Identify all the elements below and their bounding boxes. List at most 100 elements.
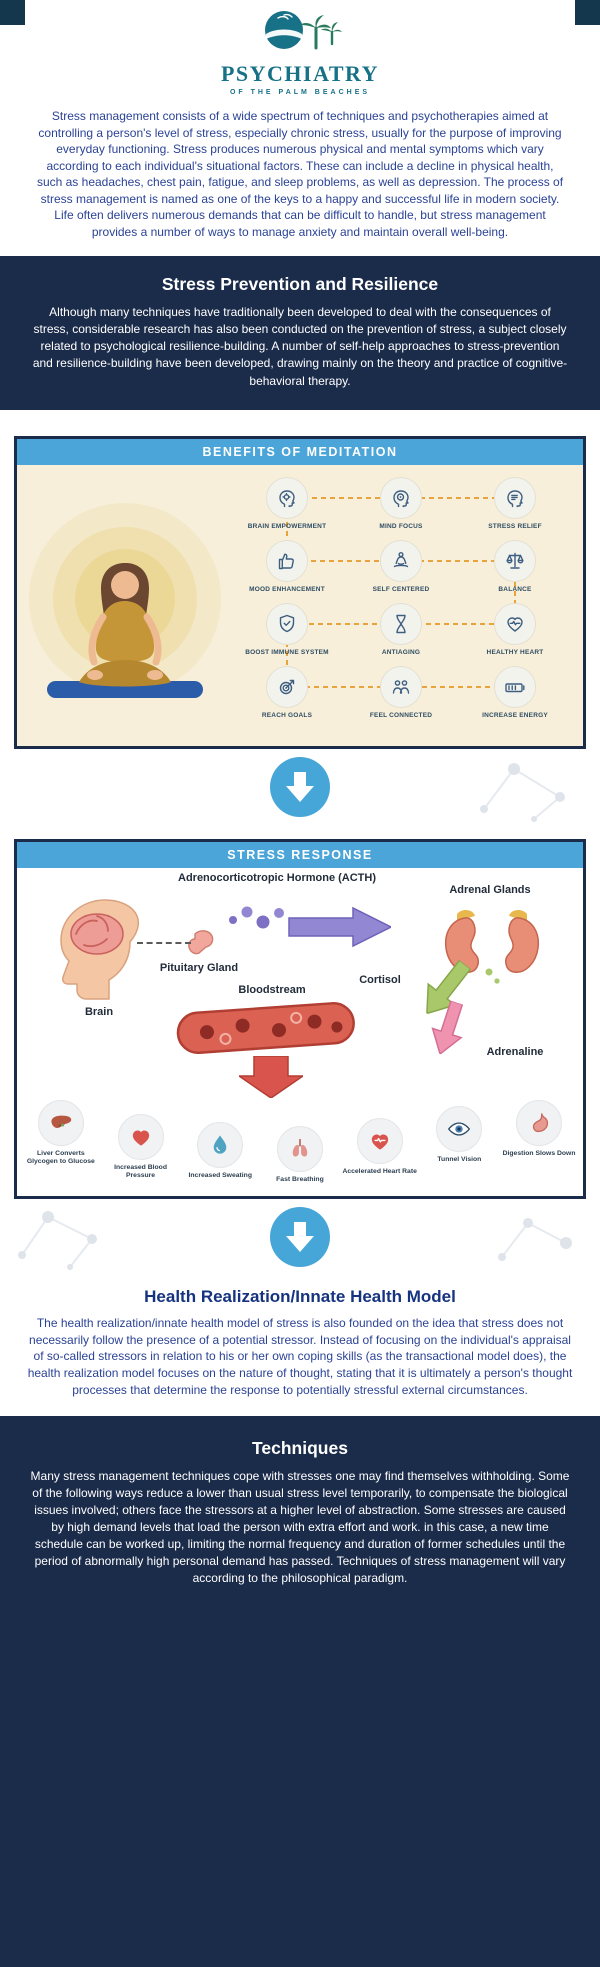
benefit-label: BRAIN EMPOWERMENT [247,522,327,530]
thumbs-up-icon [266,539,308,582]
sweat-drop-icon [197,1121,244,1168]
down-arrow-icon [270,1207,330,1268]
adrenal-glands-label: Adrenal Glands [449,883,531,896]
brain-label: Brain [84,1005,114,1018]
effect-liver: Liver Converts Glycogen to Glucose [22,1099,100,1185]
techniques-title: Techniques [252,1438,348,1459]
adrenaline-label: Adrenaline [486,1045,544,1058]
people-icon [380,665,422,708]
arrow-separator-2 [0,1199,600,1275]
section-stress-prevention: Stress Prevention and Resilience Althoug… [0,256,600,410]
logo-mark-icon [254,8,346,59]
benefit-feel-connected: FEEL CONNECTED [348,665,454,720]
brain-pituitary-connector [137,941,191,944]
eye-icon [436,1105,483,1152]
benefit-label: BALANCE [498,585,532,593]
bloodstream-label: Bloodstream [238,983,306,996]
logo-title: PSYCHIATRY [220,61,380,86]
down-arrow-icon [270,756,330,817]
lungs-icon [276,1125,323,1172]
benefit-label: MIND FOCUS [379,522,423,530]
effect-label: Digestion Slows Down [502,1149,576,1157]
meditating-person-icon [380,539,422,582]
benefit-healthy-heart: HEALTHY HEART [462,602,568,657]
health-realization-body: The health realization/innate health mod… [27,1316,573,1397]
pituitary-gland-label: Pituitary Gland [159,961,239,974]
liver-icon [37,1099,84,1146]
meditation-card: BENEFITS OF MEDITATION [14,435,586,749]
cortisol-label: Cortisol [359,973,401,986]
benefit-label: BOOST IMMUNE SYSTEM [245,648,329,656]
benefit-label: MOOD ENHANCEMENT [249,585,325,593]
meditation-card-title: BENEFITS OF MEDITATION [17,438,583,465]
stress-prevention-title: Stress Prevention and Resilience [161,274,439,295]
adrenal-glands-illustration [444,909,540,984]
benefit-balance: BALANCE [462,539,568,594]
logo-subtitle: OF THE PALM BEACHES [229,89,371,96]
molecule-decoration [480,762,565,822]
effect-label: Increased Sweating [188,1171,252,1179]
scales-icon [494,539,536,582]
stress-prevention-body: Although many techniques have traditiona… [32,305,568,388]
benefit-mind-focus: MIND FOCUS [348,476,454,531]
stress-response-title: STRESS RESPONSE [17,841,583,868]
benefit-label: INCREASE ENERGY [482,711,548,719]
brain-illustration [60,898,140,1000]
section-techniques: Techniques Many stress management techni… [0,1416,600,1967]
acth-label: Adrenocorticotropic Hormone (ACTH) [178,871,376,884]
heart-pulse-icon [494,602,536,645]
benefit-label: REACH GOALS [261,711,313,719]
bloodstream-illustration [173,993,359,1067]
heart-icon [117,1113,164,1160]
effect-blood-pressure: Increased Blood Pressure [102,1113,180,1185]
benefit-label: SELF CENTERED [372,585,430,593]
stress-response-card: STRESS RESPONSE Adrenocorticotropic Horm… [14,838,586,1200]
benefit-label: ANTIAGING [381,648,421,656]
stress-effects-row: Liver Converts Glycogen to Glucose Incre… [17,1099,583,1197]
hourglass-icon [380,602,422,645]
benefit-increase-energy: INCREASE ENERGY [462,665,568,720]
battery-icon [494,665,536,708]
meditation-benefits-grid: BRAIN EMPOWERMENT MIND FOCUS [231,476,577,729]
corner-decoration-left [0,0,25,25]
effect-tunnel-vision: Tunnel Vision [420,1105,498,1185]
shield-icon [266,602,308,645]
benefit-brain-empowerment: BRAIN EMPOWERMENT [234,476,340,531]
effect-sweating: Increased Sweating [181,1121,259,1185]
benefit-reach-goals: REACH GOALS [234,665,340,720]
techniques-body: Many stress management techniques cope w… [30,1469,570,1586]
effect-label: Increased Blood Pressure [114,1163,167,1180]
arrow-separator-1 [0,749,600,825]
adrenaline-arrow [417,995,475,1060]
effect-label: Fast Breathing [276,1175,324,1183]
down-arrow-red-icon [236,1054,306,1103]
molecule-decoration [18,1211,97,1271]
brain-empowerment-icon [266,476,308,519]
stomach-icon [516,1099,563,1146]
molecule-decoration [498,1218,572,1262]
effect-label: Tunnel Vision [437,1155,482,1163]
benefit-stress-relief: STRESS RELIEF [462,476,568,531]
benefit-label: HEALTHY HEART [486,648,544,656]
cortisol-arrow [406,948,481,1026]
heart-rate-icon [356,1117,403,1164]
benefit-label: FEEL CONNECTED [369,711,433,719]
stress-response-diagram: Adrenocorticotropic Hormone (ACTH) Adren… [17,867,583,1103]
benefit-self-centered: SELF CENTERED [348,539,454,594]
header: PSYCHIATRY OF THE PALM BEACHES [0,0,600,96]
stress-relief-icon [494,476,536,519]
mind-focus-icon [380,476,422,519]
effect-fast-breathing: Fast Breathing [261,1125,339,1185]
benefit-boost-immune-system: BOOST IMMUNE SYSTEM [234,602,340,657]
benefit-label: STRESS RELIEF [488,522,542,530]
benefit-antiaging: ANTIAGING [348,602,454,657]
meditation-card-body: BRAIN EMPOWERMENT MIND FOCUS [17,464,583,746]
effect-label: Liver Converts Glycogen to Glucose [26,1149,95,1166]
benefit-mood-enhancement: MOOD ENHANCEMENT [234,539,340,594]
effect-label: Accelerated Heart Rate [342,1167,417,1175]
section-health-realization: Health Realization/Innate Health Model T… [0,1275,600,1416]
effect-digestion: Digestion Slows Down [500,1099,578,1185]
corner-decoration-right [575,0,600,25]
health-realization-title: Health Realization/Innate Health Model [144,1287,456,1307]
